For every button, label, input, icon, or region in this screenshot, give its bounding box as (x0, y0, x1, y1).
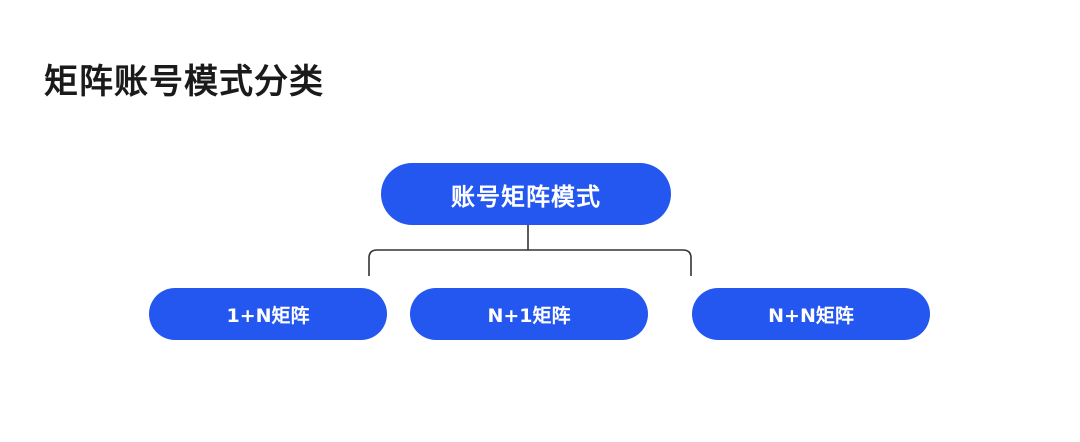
root-node: 账号矩阵模式 (381, 163, 671, 225)
child-node-n-plus-n: N+N矩阵 (692, 288, 930, 340)
child-node-1-plus-n: 1+N矩阵 (149, 288, 387, 340)
child-node-n-plus-1: N+1矩阵 (410, 288, 648, 340)
connector-branch-bar (368, 249, 692, 276)
page-title: 矩阵账号模式分类 (44, 62, 324, 102)
